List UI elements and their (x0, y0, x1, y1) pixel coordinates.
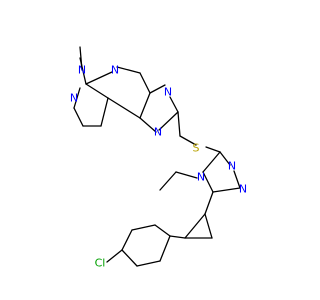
bond (121, 249, 138, 267)
bond (212, 187, 241, 193)
bond (73, 87, 81, 109)
bond (159, 235, 171, 262)
bond (139, 72, 151, 94)
bond (85, 83, 109, 99)
molecule-structure-canvas: N N N N N S N N N Cl (69, 46, 248, 270)
bond (204, 213, 213, 239)
atom-label-n-right-top: N (228, 160, 236, 173)
bond-lines (73, 46, 241, 267)
bond (73, 107, 84, 127)
bond (202, 171, 214, 193)
molecule-structure-diagram: N N N N N S N N N Cl (70, 46, 247, 270)
bond (100, 97, 109, 127)
bond (139, 117, 157, 133)
atom-label-chlorine: Cl (95, 257, 106, 270)
bond (177, 111, 181, 137)
bond (159, 171, 177, 191)
atom-label-n-pyrimidine: N (111, 64, 119, 77)
bond (121, 229, 133, 251)
bond (106, 249, 123, 263)
atom-label-n-ethyl: N (197, 171, 205, 184)
bond (79, 57, 87, 85)
bond (116, 66, 141, 74)
bond (205, 146, 221, 153)
bond (233, 170, 241, 189)
atom-label-n-fused-top: N (164, 86, 172, 99)
bond (202, 151, 221, 173)
atom-label-n-right-bottom: N (239, 183, 247, 196)
atom-label-sulfur: S (193, 142, 200, 155)
bond (204, 191, 214, 215)
atom-label-n-methyl: N (78, 64, 86, 77)
bond (139, 92, 151, 119)
atom-labels: N N N N N S N N N Cl (70, 64, 247, 270)
bond (184, 213, 206, 239)
bond (158, 111, 179, 131)
bond (169, 96, 179, 113)
bond (179, 135, 197, 146)
bond (154, 224, 171, 237)
bond (131, 224, 156, 231)
atom-label-n-triazole-a: N (154, 126, 162, 139)
bond (149, 84, 166, 94)
bond (219, 151, 231, 166)
bond (175, 171, 198, 179)
atom-label-n-pyrazole: N (70, 92, 78, 105)
bond (85, 71, 113, 85)
bond (169, 235, 186, 239)
bond (136, 260, 161, 267)
bond (107, 97, 141, 119)
